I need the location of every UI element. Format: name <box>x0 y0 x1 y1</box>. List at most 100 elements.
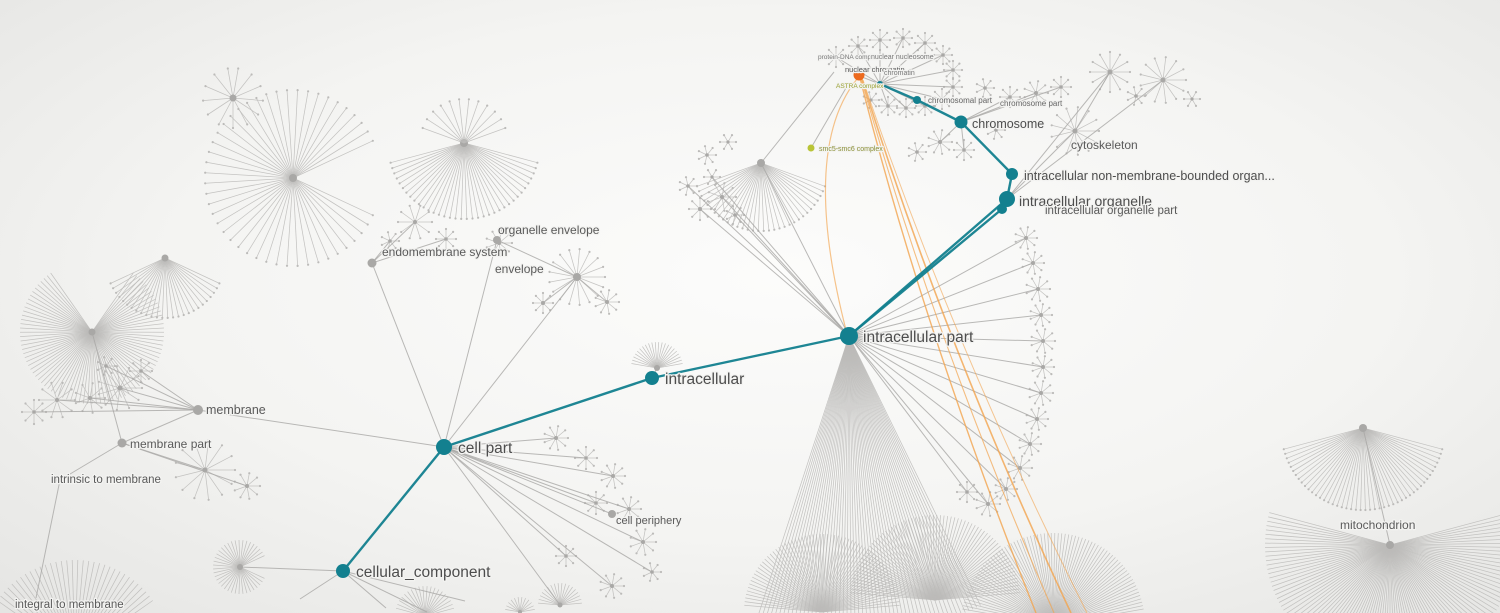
fan-tip-dot <box>32 398 36 402</box>
graph-node-nuclear-chromatin-node[interactable] <box>853 69 865 81</box>
cluster-center-node[interactable] <box>726 140 730 144</box>
graph-edge <box>59 442 123 481</box>
graph-node-smc-complex-node[interactable] <box>807 144 815 152</box>
node-label-chromosomal-part[interactable]: chromosomal part <box>927 95 994 107</box>
fan-edge <box>848 335 962 613</box>
graph-edge <box>443 276 578 448</box>
fan-edge <box>753 573 823 613</box>
node-label-organelle-envelope[interactable]: organelle envelope <box>497 222 601 239</box>
graph-node-cellular-component[interactable] <box>336 564 350 578</box>
cluster-center-node[interactable] <box>1134 94 1138 98</box>
cluster-center-node[interactable] <box>705 153 709 157</box>
fan-tip-dot <box>584 445 588 449</box>
graph-node-chromosomal-part[interactable] <box>913 96 921 104</box>
node-label-nuclear-nucleosome[interactable]: nuclear nucleosome <box>870 53 935 63</box>
fan-tip-dot <box>1350 508 1353 511</box>
node-label-cellular-component[interactable]: cellular_component <box>355 563 493 583</box>
node-label-intracellular-non-membrane-bounded-organ[interactable]: intracellular non-membrane-bounded organ… <box>1023 168 1276 185</box>
fan-tip-dot <box>1419 484 1423 488</box>
fan-edge <box>232 85 261 99</box>
graph-node[interactable] <box>493 236 501 244</box>
fan-tip-dot <box>205 161 208 164</box>
fan-tip-dot <box>654 540 658 544</box>
fan-tip-dot <box>394 246 397 250</box>
graph-node-cell-part[interactable] <box>436 439 452 455</box>
node-label-chromatin[interactable]: chromatin <box>883 69 916 79</box>
fan-edge <box>559 583 563 606</box>
node-label-intracellular[interactable]: intracellular <box>664 370 746 390</box>
node-label-smc5-smc6-complex[interactable]: smc5-smc6 complex <box>818 145 885 155</box>
node-label-chromosome[interactable]: chromosome <box>971 116 1046 133</box>
graph-node[interactable] <box>608 510 616 518</box>
cluster-center-node[interactable] <box>983 86 987 90</box>
fan-tip-dot <box>207 439 210 442</box>
fan-edge <box>708 196 723 203</box>
fan-edge <box>265 177 294 262</box>
fan-edge <box>1024 88 1037 94</box>
graph-node[interactable] <box>117 438 127 448</box>
graph-node-intracellular-part[interactable] <box>840 327 858 345</box>
node-label-mitochondrion[interactable]: mitochondrion <box>1339 517 1417 534</box>
cluster-center-node[interactable] <box>161 254 169 262</box>
cluster-center-node[interactable] <box>518 610 522 613</box>
fan-tip-dot <box>212 291 215 294</box>
fan-edge <box>1265 544 1391 562</box>
cluster-center-node[interactable] <box>289 174 297 182</box>
fan-tip-dot <box>1001 103 1005 106</box>
graph-node-chromosome[interactable] <box>954 115 968 129</box>
cluster-center-node[interactable] <box>1190 97 1194 101</box>
fan-edge <box>587 502 597 512</box>
node-label-cell-part[interactable]: cell part <box>457 439 514 459</box>
graph-node-intracellular-organelle-part[interactable] <box>997 204 1007 214</box>
fan-tip-dot <box>1139 73 1142 76</box>
graph-node[interactable] <box>193 405 203 415</box>
fan-tip-dot <box>366 130 369 133</box>
graph-node-lime-complex-node[interactable] <box>843 83 849 89</box>
graph-node-intracellular-organelle[interactable] <box>999 191 1015 207</box>
node-label-protein-dna-complex[interactable]: protein-DNA complex <box>817 53 882 63</box>
node-label-intracellular-organelle[interactable]: intracellular organelle <box>1018 192 1154 211</box>
graph-node-chromatin-hub[interactable] <box>877 81 883 87</box>
node-label-membrane[interactable]: membrane <box>205 402 267 419</box>
graph-node[interactable] <box>56 476 64 484</box>
fan-edge <box>696 162 762 187</box>
cluster-center-node[interactable] <box>915 150 919 154</box>
fan-cluster <box>1264 512 1500 613</box>
node-label-intrinsic-to-membrane[interactable]: intrinsic to membrane <box>50 473 162 488</box>
fan-edge <box>559 254 578 278</box>
node-label-intracellular-organelle-part[interactable]: intracellular organelle part <box>1044 204 1180 219</box>
node-label-cell-periphery[interactable]: cell periphery <box>615 514 683 529</box>
fan-tip-dot <box>265 93 268 96</box>
fan-tip-dot <box>578 248 581 251</box>
fan-edge <box>848 335 923 613</box>
fan-edge <box>1140 74 1164 81</box>
fan-edge <box>54 331 93 394</box>
node-label-nuclear-chromatin[interactable]: nuclear chromatin <box>844 64 906 76</box>
fan-edge <box>976 573 1036 613</box>
node-label-intracellular-part[interactable]: intracellular part <box>862 328 975 348</box>
fan-edge <box>848 335 867 613</box>
node-label-astra-complex[interactable]: ASTRA complex <box>835 82 886 92</box>
fan-tip-dot <box>1184 78 1188 82</box>
node-label-chromosome-part[interactable]: chromosome part <box>999 98 1065 110</box>
node-label-endomembrane-system[interactable]: endomembrane system <box>381 244 509 261</box>
node-label-envelope[interactable]: envelope <box>494 261 546 278</box>
node-label-integral-to-membrane[interactable]: integral to membrane <box>14 598 125 613</box>
fan-tip-dot <box>1300 481 1303 484</box>
graph-node-intracellular-non-membrane-bounded-organelle[interactable] <box>1006 168 1018 180</box>
fan-edge <box>992 554 1044 613</box>
node-label-cytoskeleton[interactable]: cytoskeleton <box>1070 137 1139 154</box>
graph-node-intracellular[interactable] <box>645 371 659 385</box>
fan-edge <box>1389 544 1422 613</box>
fan-tip-dot <box>137 398 140 401</box>
cluster-center-node[interactable] <box>229 94 237 102</box>
graph-edge <box>443 446 614 477</box>
graph-node[interactable] <box>367 258 377 268</box>
cluster-center-node[interactable] <box>994 128 998 132</box>
fan-edge <box>164 257 211 298</box>
fan-tip-dot <box>637 500 640 503</box>
fan-tip-dot <box>893 98 896 101</box>
node-label-membrane-part[interactable]: membrane part <box>129 436 214 453</box>
fan-edge <box>83 561 95 613</box>
